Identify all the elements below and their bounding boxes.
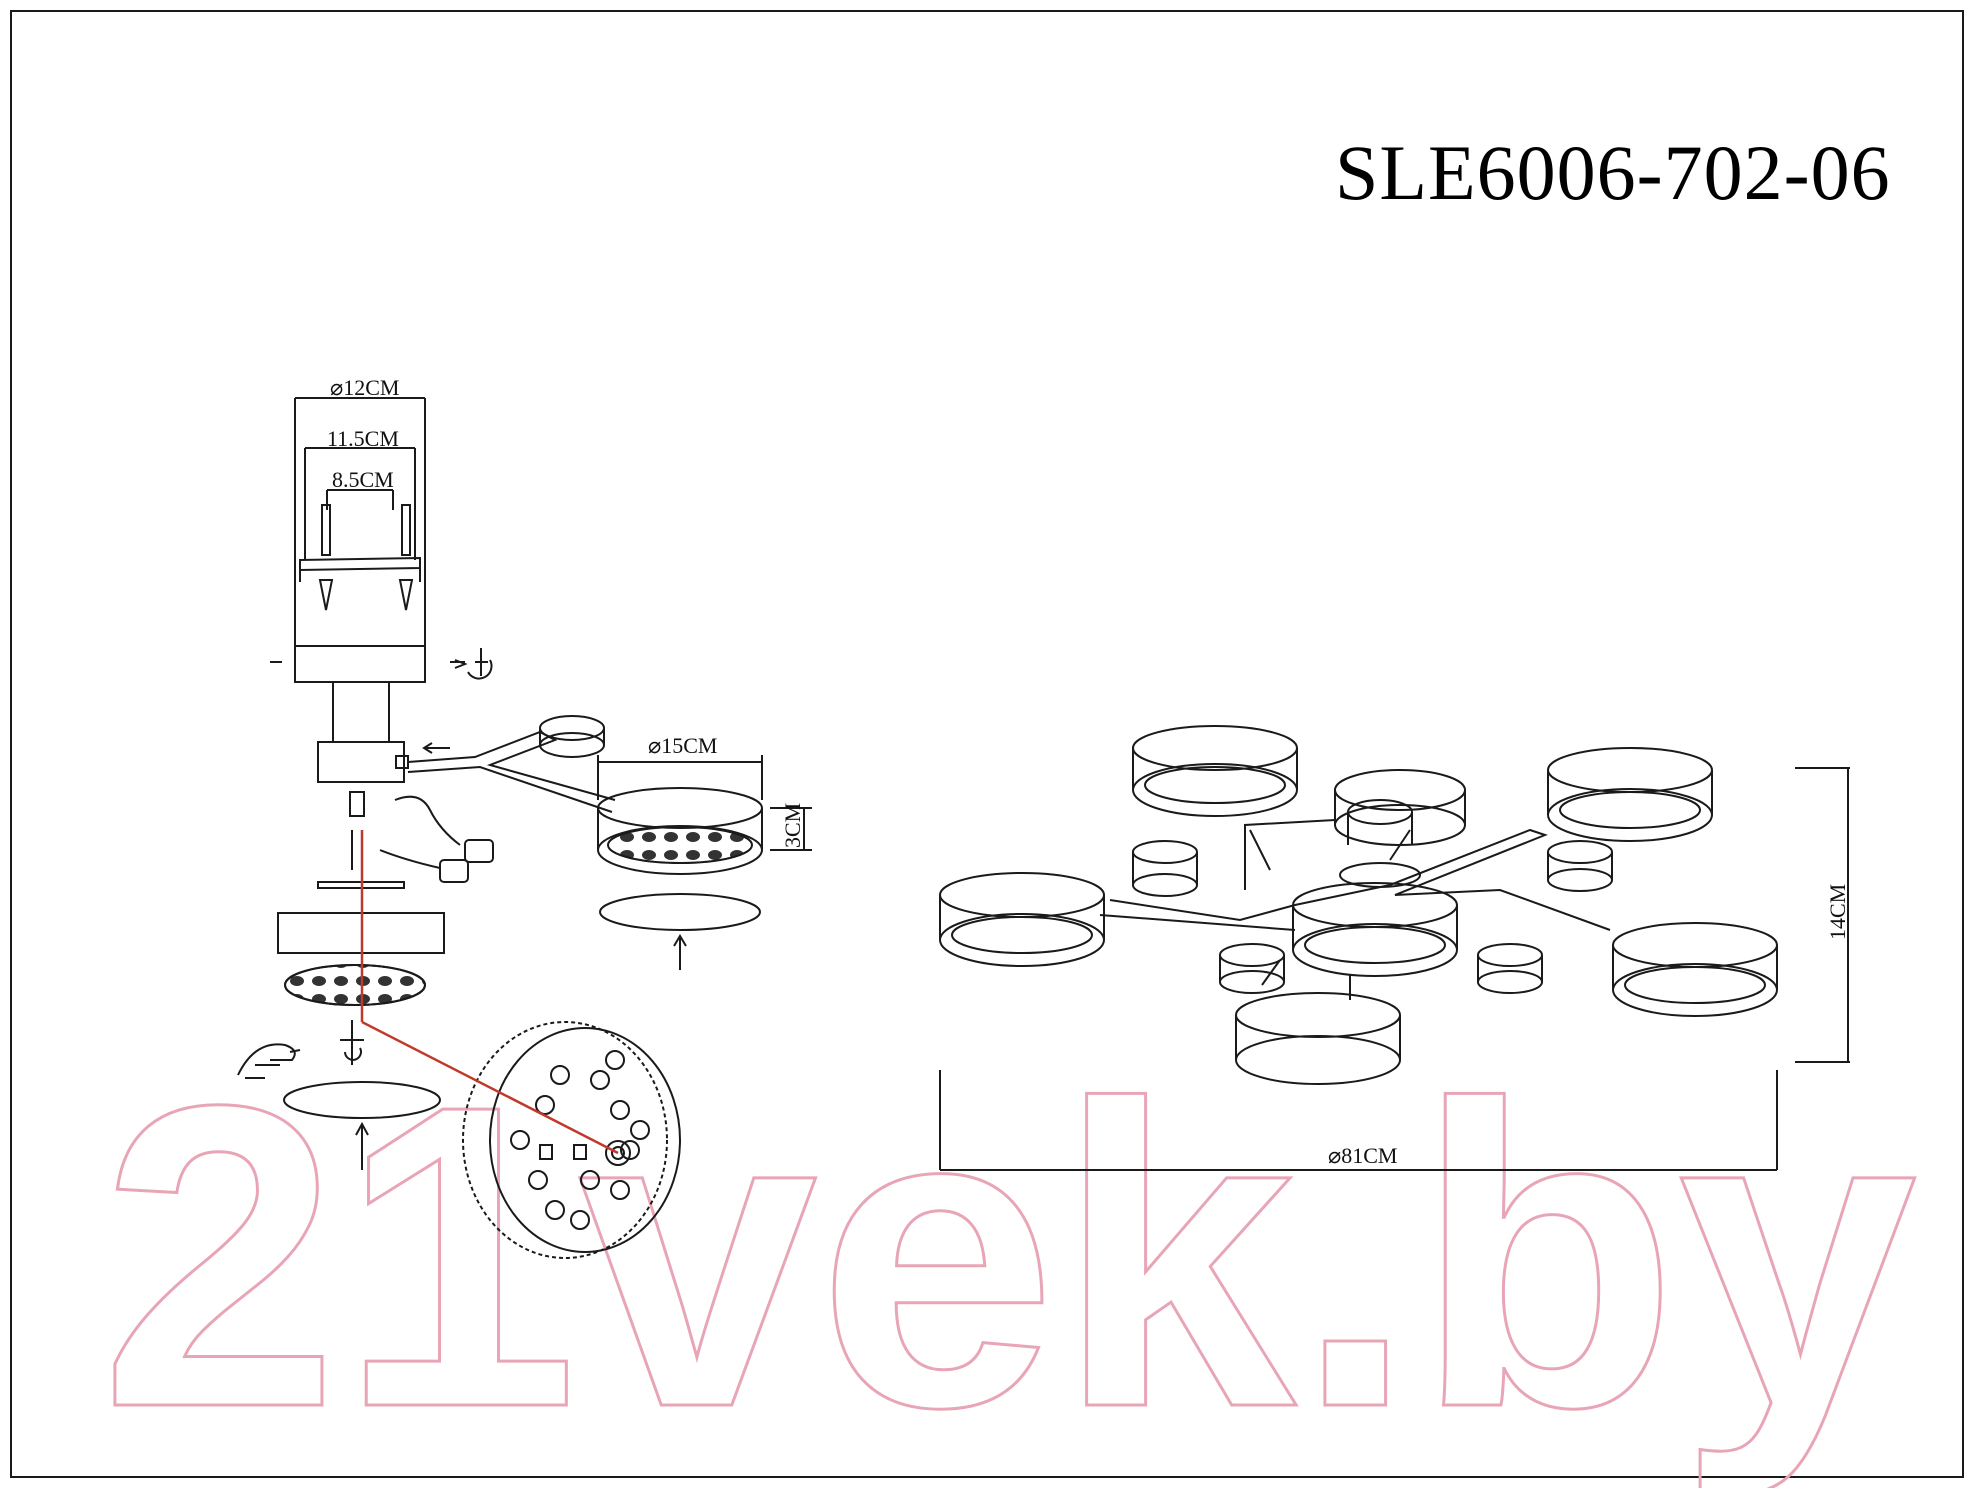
wire-path (360, 830, 619, 1155)
watermark: 21vek.by (100, 1017, 1920, 1488)
shade-diameter-label: ⌀15CM (648, 733, 717, 758)
left-assembly (237, 397, 812, 1259)
overall-diameter-label: ⌀81CM (1328, 1143, 1397, 1168)
shade-height-label: 3CM (780, 803, 805, 848)
overall-height-label: 14CM (1825, 884, 1850, 940)
model-number-title: SLE6006-702-06 (1335, 129, 1891, 216)
assembled-view (939, 725, 1850, 1171)
plate-width-label: 11.5CM (327, 426, 399, 451)
screw-spacing-label: 8.5CM (332, 467, 394, 492)
base-diameter-label: ⌀12CM (330, 375, 399, 400)
drawing-frame (10, 10, 1964, 1478)
